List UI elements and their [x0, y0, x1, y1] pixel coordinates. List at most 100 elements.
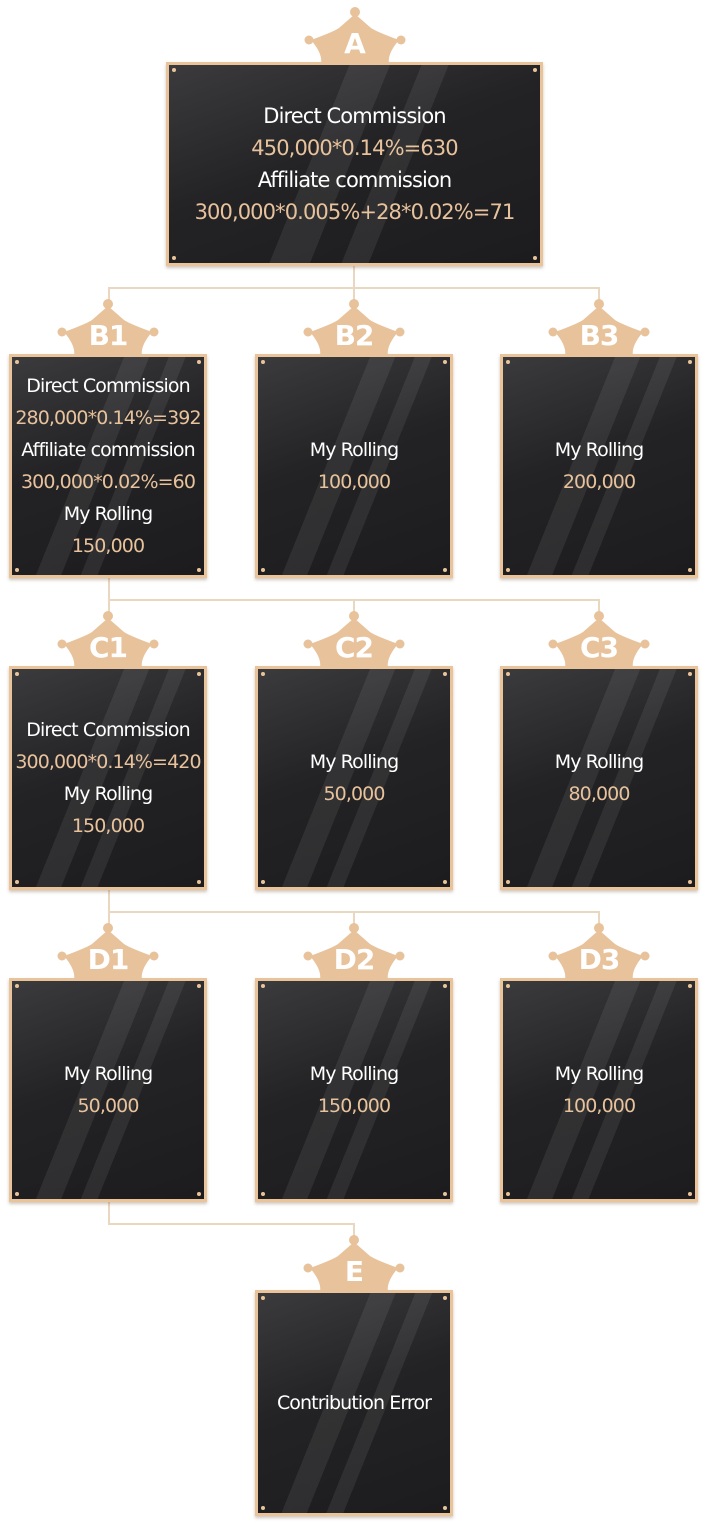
node-value: 150,000 — [71, 535, 145, 557]
node-card: Direct Commission 300,000*0.14%=420 My Rol… — [9, 666, 207, 890]
node-value: 80,000 — [568, 783, 630, 805]
rivet-icon — [261, 1296, 265, 1300]
node-letter: C1 — [88, 631, 128, 664]
node-value: 150,000 — [71, 815, 145, 837]
node-value: 280,000*0.14%=392 — [15, 407, 201, 429]
rivet-icon — [688, 360, 692, 364]
node-value: 50,000 — [77, 1095, 139, 1117]
node-label: My Rolling — [309, 1063, 399, 1085]
rivet-icon — [688, 672, 692, 676]
node-label: My Rolling — [554, 1063, 644, 1085]
crown-icon — [57, 611, 159, 668]
rivet-icon — [261, 360, 265, 364]
crown-icon — [548, 611, 650, 668]
crown-icon — [548, 923, 650, 980]
node-value: 200,000 — [562, 471, 636, 493]
crown-icon — [304, 7, 405, 64]
node-value: 300,000*0.02%=60 — [20, 471, 196, 493]
node-label: Direct Commission — [26, 719, 190, 741]
node-card: Contribution Error — [255, 1290, 453, 1516]
node-letter: C3 — [579, 631, 619, 664]
node-label: Affiliate commission — [21, 439, 195, 461]
rivet-icon — [443, 1192, 447, 1196]
rivet-icon — [172, 68, 176, 72]
node-letter: B1 — [88, 319, 129, 352]
node-value: 50,000 — [323, 783, 385, 805]
crown-icon — [57, 299, 159, 356]
connector-line — [108, 911, 110, 931]
node-label: My Rolling — [63, 783, 153, 805]
rivet-icon — [506, 984, 510, 988]
node-label: My Rolling — [63, 1063, 153, 1085]
node-value: 300,000*0.14%=420 — [15, 751, 201, 773]
node-label: Direct Commission — [26, 375, 190, 397]
node-crown: C3 — [547, 610, 651, 670]
node-crown: D1 — [56, 922, 160, 982]
rivet-icon — [443, 984, 447, 988]
rivet-icon — [533, 68, 537, 72]
rivet-icon — [197, 984, 201, 988]
rivet-icon — [443, 568, 447, 572]
node-value: 450,000*0.14%=630 — [251, 136, 458, 160]
connector-line — [108, 1202, 110, 1224]
node-card: My Rolling 80,000 — [500, 666, 698, 890]
node-letter: B3 — [579, 319, 620, 352]
rivet-icon — [533, 256, 537, 260]
node-crown: B1 — [56, 298, 160, 358]
rivet-icon — [197, 568, 201, 572]
rivet-icon — [688, 984, 692, 988]
crown-icon — [57, 923, 159, 980]
node-letter: A — [344, 27, 366, 60]
crown-icon — [548, 299, 650, 356]
rivet-icon — [15, 1192, 19, 1196]
rivet-icon — [443, 1506, 447, 1510]
rivet-icon — [261, 984, 265, 988]
connector-line — [108, 287, 110, 307]
rivet-icon — [261, 1506, 265, 1510]
rivet-icon — [443, 880, 447, 884]
connector-line — [598, 911, 600, 931]
node-crown: D2 — [302, 922, 406, 982]
rivet-icon — [15, 360, 19, 364]
rivet-icon — [197, 880, 201, 884]
rivet-icon — [688, 568, 692, 572]
node-value: 100,000 — [562, 1095, 636, 1117]
node-crown: B2 — [302, 298, 406, 358]
node-value: 100,000 — [317, 471, 391, 493]
connector-line — [598, 599, 600, 619]
node-letter: B2 — [334, 319, 375, 352]
node-crown: E — [302, 1234, 406, 1294]
rivet-icon — [506, 880, 510, 884]
node-crown: C2 — [302, 610, 406, 670]
connector-line — [353, 1223, 355, 1243]
rivet-icon — [688, 1192, 692, 1196]
connector-line — [108, 1223, 355, 1225]
node-letter: D1 — [87, 943, 130, 976]
node-card: My Rolling 100,000 — [500, 978, 698, 1202]
rivet-icon — [172, 256, 176, 260]
crown-icon — [303, 611, 405, 668]
rivet-icon — [443, 1296, 447, 1300]
rivet-icon — [197, 672, 201, 676]
node-label: Affiliate commission — [257, 168, 453, 192]
connector-line — [108, 890, 110, 912]
node-crown: A — [303, 6, 407, 66]
rivet-icon — [443, 672, 447, 676]
node-crown: D3 — [547, 922, 651, 982]
node-label: Direct Commission — [263, 104, 446, 128]
node-value: 300,000*0.005%+28*0.02%=71 — [194, 200, 516, 224]
crown-icon — [303, 1235, 405, 1292]
node-crown: B3 — [547, 298, 651, 358]
rivet-icon — [261, 672, 265, 676]
connector-line — [353, 911, 355, 931]
rivet-icon — [197, 1192, 201, 1196]
node-crown: C1 — [56, 610, 160, 670]
node-label: My Rolling — [554, 751, 644, 773]
connector-line — [108, 578, 110, 600]
node-label: Contribution Error — [276, 1392, 432, 1414]
